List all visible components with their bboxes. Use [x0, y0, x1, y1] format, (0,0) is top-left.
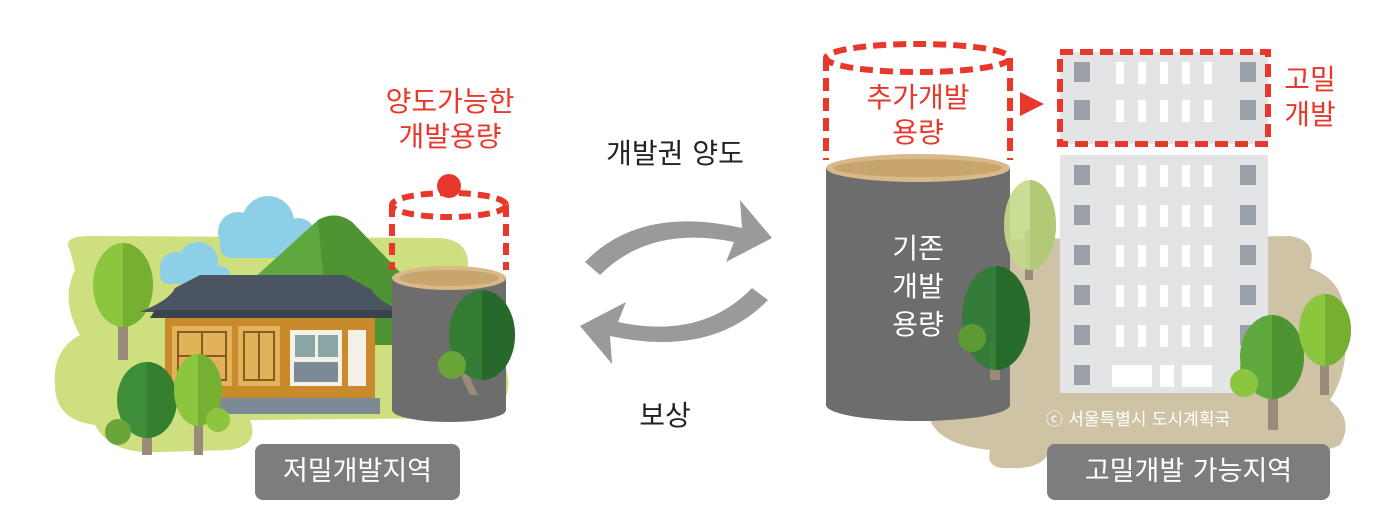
building-window [1116, 205, 1124, 227]
tree-icon [958, 266, 1030, 380]
tree-icon [174, 354, 230, 455]
building-window [1138, 100, 1146, 122]
building-window [1160, 245, 1168, 267]
existing-label-line1: 기존 [892, 232, 944, 265]
compensation-label: 보상 [639, 399, 691, 432]
transferable-label-line1: 양도가능한 [385, 85, 515, 118]
building-window [1204, 62, 1212, 84]
building-window [1160, 100, 1168, 122]
building-window [1204, 205, 1212, 227]
building-window [1074, 365, 1090, 385]
compensation-arrow-icon [580, 288, 768, 364]
high-density-outline [1057, 49, 1271, 147]
building-window [1074, 285, 1090, 305]
building-window [1116, 325, 1124, 347]
existing-capacity-cylinder [826, 154, 1010, 421]
tree-icon [93, 243, 153, 360]
existing-label-line2: 개발 [892, 269, 944, 303]
building-window [1182, 165, 1190, 187]
building-window [1112, 365, 1152, 387]
building-window [1160, 165, 1168, 187]
transferable-capacity-label: 양도가능한 개발용량 [360, 84, 540, 154]
high-density-line2: 개발 [1284, 98, 1336, 131]
building-window [1204, 245, 1212, 267]
building-window [1182, 285, 1190, 307]
building-window [1116, 245, 1124, 267]
building-window [1182, 62, 1190, 84]
tree-icon [1299, 294, 1351, 395]
additional-label-line1: 추가개발 [866, 81, 970, 114]
building-window [1116, 100, 1124, 122]
building-window [1160, 62, 1168, 84]
building-window [1182, 205, 1190, 227]
existing-capacity-label: 기존 개발 용량 [858, 230, 978, 343]
tree-icon [105, 362, 177, 455]
marker-dot-icon [437, 174, 461, 198]
building-window [1240, 100, 1256, 120]
building-window [1182, 365, 1212, 387]
building-window [1240, 62, 1256, 82]
existing-label-line3: 용량 [892, 307, 944, 341]
building-window [1240, 245, 1256, 265]
building-window [1160, 285, 1168, 307]
transfer-label: 개발권 양도 [606, 137, 744, 170]
building-window [1160, 365, 1174, 387]
building-window [1204, 100, 1212, 122]
building-window [1204, 285, 1212, 307]
building-window [1074, 62, 1090, 82]
building-window [1074, 325, 1090, 345]
building-window [1138, 285, 1146, 307]
transferable-label-line2: 개발용량 [398, 120, 502, 153]
building-window [1240, 205, 1256, 225]
building-window [1160, 325, 1168, 347]
tree-icon [1004, 180, 1056, 280]
building-window [1116, 62, 1124, 84]
building-window [1074, 165, 1090, 185]
building-window [1138, 245, 1146, 267]
building-window [1138, 165, 1146, 187]
high-rise-building-icon [1060, 52, 1268, 393]
building-window [1138, 62, 1146, 84]
building-window [1240, 285, 1256, 305]
additional-capacity-label: 추가개발 용량 [838, 80, 998, 150]
high-density-label: 고밀 개발 [1270, 62, 1350, 132]
building-window [1074, 205, 1090, 225]
additional-capacity-outline [823, 41, 1013, 160]
high-density-line1: 고밀 [1284, 63, 1336, 96]
tree-icon [1230, 315, 1304, 430]
triangle-arrow-icon [1020, 92, 1044, 116]
building-window [1116, 165, 1124, 187]
building-window [1138, 205, 1146, 227]
additional-label-line2: 용량 [892, 116, 944, 149]
copyright-credit: ⓒ 서울특별시 도시계획국 [1045, 410, 1231, 430]
building-window [1204, 325, 1212, 347]
building-window [1074, 245, 1090, 265]
tree-icon [438, 290, 515, 395]
building-window [1182, 245, 1190, 267]
high-density-area-badge: 고밀개발 가능지역 [1047, 444, 1330, 500]
building-windows [1074, 62, 1256, 387]
building-window [1240, 165, 1256, 185]
building-window [1074, 100, 1090, 120]
building-window [1182, 100, 1190, 122]
building-window [1116, 285, 1124, 307]
low-density-area-badge: 저밀개발지역 [255, 444, 460, 500]
building-window [1138, 325, 1146, 347]
transfer-arrow-icon [585, 200, 772, 275]
cloud-icon [160, 196, 316, 284]
building-window [1160, 205, 1168, 227]
building-window [1204, 165, 1212, 187]
building-window [1182, 325, 1190, 347]
